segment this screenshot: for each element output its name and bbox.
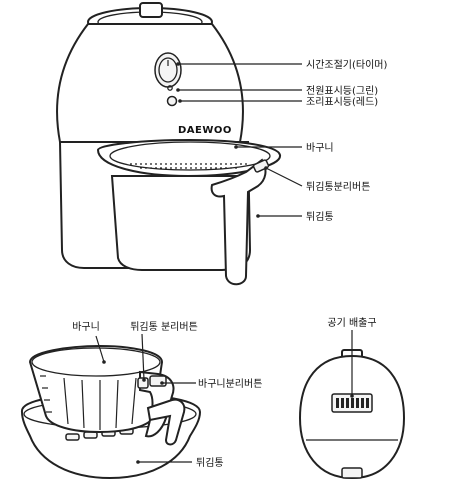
main-callouts — [176, 62, 303, 218]
release-button-icon — [252, 159, 270, 173]
label-release-button: 튀김통분리버튼 — [306, 181, 370, 193]
label-pot: 튀김통 — [306, 211, 334, 223]
back-label-air-outlet: 공기 배출구 — [327, 317, 376, 329]
power-lamp-icon — [167, 85, 173, 91]
detail-callouts — [95, 333, 196, 464]
brand-logo: DAEWOO — [178, 125, 232, 136]
basket-release-button-icon — [149, 375, 167, 387]
basket-scale-marks — [40, 375, 52, 413]
label-basket: 바구니 — [306, 142, 334, 154]
drawer-handle — [210, 158, 267, 286]
back-callouts — [350, 330, 354, 398]
detail-label-pot-release-button: 튀김통 분리버튼 — [130, 321, 198, 333]
detail-label-basket: 바구니 — [72, 321, 100, 333]
detail-label-basket-release-button: 바구니분리버튼 — [198, 378, 262, 390]
detail-label-pot: 튀김통 — [196, 457, 224, 469]
label-cook-lamp: 조리표시등(레드) — [306, 96, 378, 108]
label-power-lamp: 전원표시등(그린) — [306, 85, 378, 97]
main-fryer-illustration: DAEWOO — [56, 2, 281, 286]
basket-detail-illustration — [21, 344, 202, 480]
cook-lamp-icon — [166, 95, 178, 107]
basket-perforations — [130, 163, 250, 169]
label-timer: 시간조절기(타이머) — [306, 58, 388, 71]
back-view-illustration — [298, 349, 406, 480]
air-outlet-slots — [336, 398, 369, 408]
